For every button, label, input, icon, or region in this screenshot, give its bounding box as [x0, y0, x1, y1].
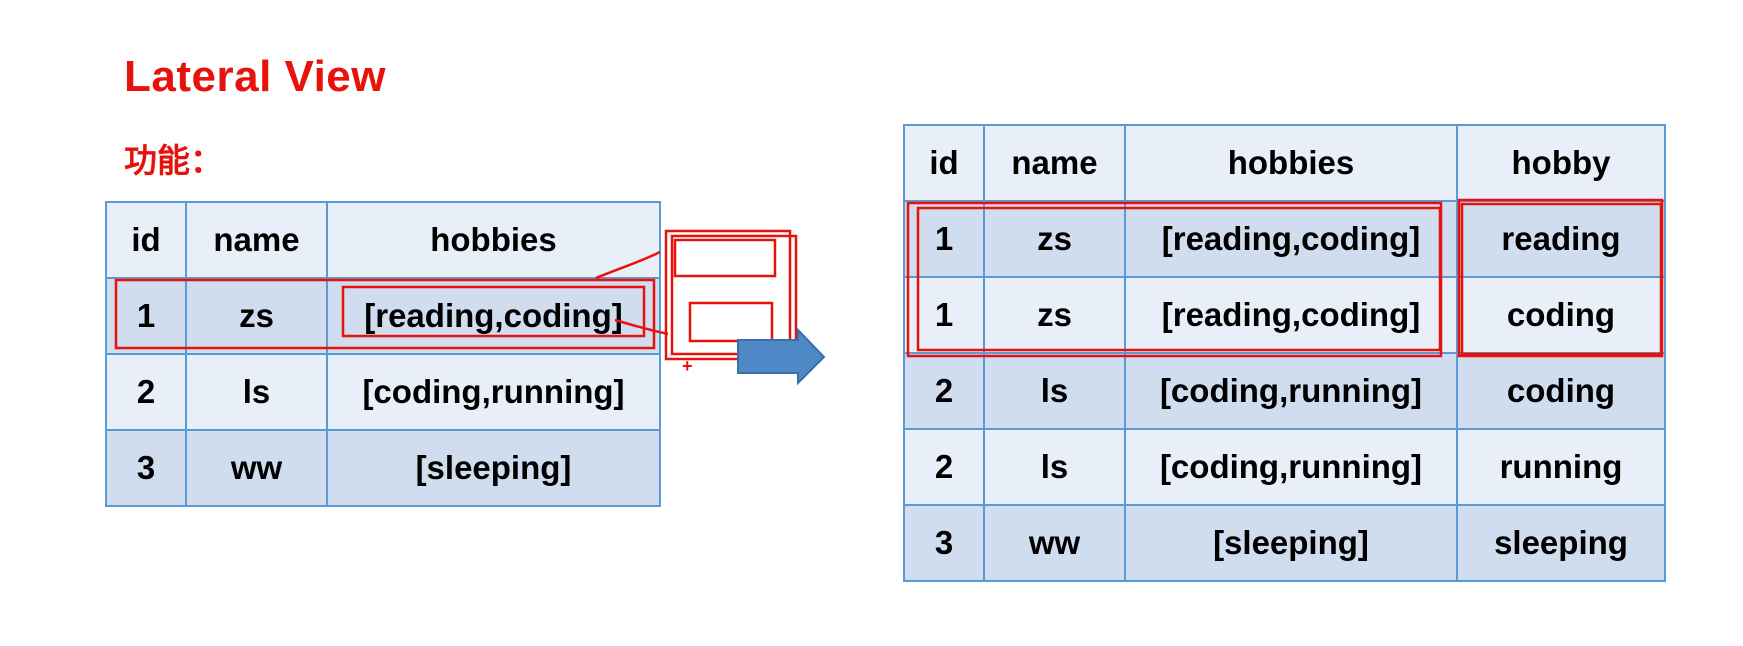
header-id: id: [903, 124, 985, 202]
cell-hobby: running: [1456, 428, 1666, 506]
table-row: 2 ls [coding,running]: [105, 353, 661, 431]
header-name: name: [185, 201, 328, 279]
table-row: 2 ls [coding,running] running: [903, 428, 1666, 506]
table-row: 3 ww [sleeping] sleeping: [903, 504, 1666, 582]
cell-name: zs: [185, 277, 328, 355]
cell-id: 1: [105, 277, 187, 355]
header-hobbies: hobbies: [1124, 124, 1458, 202]
cell-name: ww: [185, 429, 328, 507]
cell-id: 2: [903, 352, 985, 430]
header-hobbies: hobbies: [326, 201, 661, 279]
cell-name: ls: [983, 428, 1126, 506]
cell-id: 3: [105, 429, 187, 507]
table-row: 1 zs [reading,coding] reading: [903, 200, 1666, 278]
section-subtitle: 功能：: [124, 142, 223, 179]
table-row: 3 ww [sleeping]: [105, 429, 661, 507]
result-table: id name hobbies hobby 1 zs [reading,codi…: [903, 124, 1666, 582]
table-row: 1 zs [reading,coding]: [105, 277, 661, 355]
array-element-box: [688, 301, 774, 343]
table-row: 1 zs [reading,coding] coding: [903, 276, 1666, 354]
header-id: id: [105, 201, 187, 279]
cell-hobbies: [reading,coding]: [326, 277, 661, 355]
cell-name: ls: [983, 352, 1126, 430]
cell-name: zs: [983, 276, 1126, 354]
cell-name: zs: [983, 200, 1126, 278]
cell-hobbies: [reading,coding]: [1124, 276, 1458, 354]
cell-id: 3: [903, 504, 985, 582]
cell-id: 2: [903, 428, 985, 506]
cell-hobbies: [reading,coding]: [1124, 200, 1458, 278]
arrow-right-icon: [737, 327, 826, 386]
cell-name: ls: [185, 353, 328, 431]
source-table: id name hobbies 1 zs [reading,coding] 2 …: [105, 201, 661, 507]
cell-hobbies: [sleeping]: [326, 429, 661, 507]
table-header-row: id name hobbies: [105, 201, 661, 279]
cell-hobby: coding: [1456, 352, 1666, 430]
table-row: 2 ls [coding,running] coding: [903, 352, 1666, 430]
cell-id: 1: [903, 276, 985, 354]
cell-hobby: coding: [1456, 276, 1666, 354]
cell-name: ww: [983, 504, 1126, 582]
page-title: Lateral View: [124, 52, 386, 101]
array-sketch-outer: [670, 234, 798, 356]
cell-hobby: reading: [1456, 200, 1666, 278]
cell-id: 1: [903, 200, 985, 278]
table-header-row: id name hobbies hobby: [903, 124, 1666, 202]
array-element-box: [673, 238, 777, 278]
header-name: name: [983, 124, 1126, 202]
plus-mark: +: [682, 356, 693, 376]
header-hobby: hobby: [1456, 124, 1666, 202]
cell-hobbies: [coding,running]: [1124, 428, 1458, 506]
cell-hobbies: [coding,running]: [326, 353, 661, 431]
cell-id: 2: [105, 353, 187, 431]
cell-hobbies: [coding,running]: [1124, 352, 1458, 430]
cell-hobby: sleeping: [1456, 504, 1666, 582]
cell-hobbies: [sleeping]: [1124, 504, 1458, 582]
array-sketch-outer: [664, 229, 792, 361]
